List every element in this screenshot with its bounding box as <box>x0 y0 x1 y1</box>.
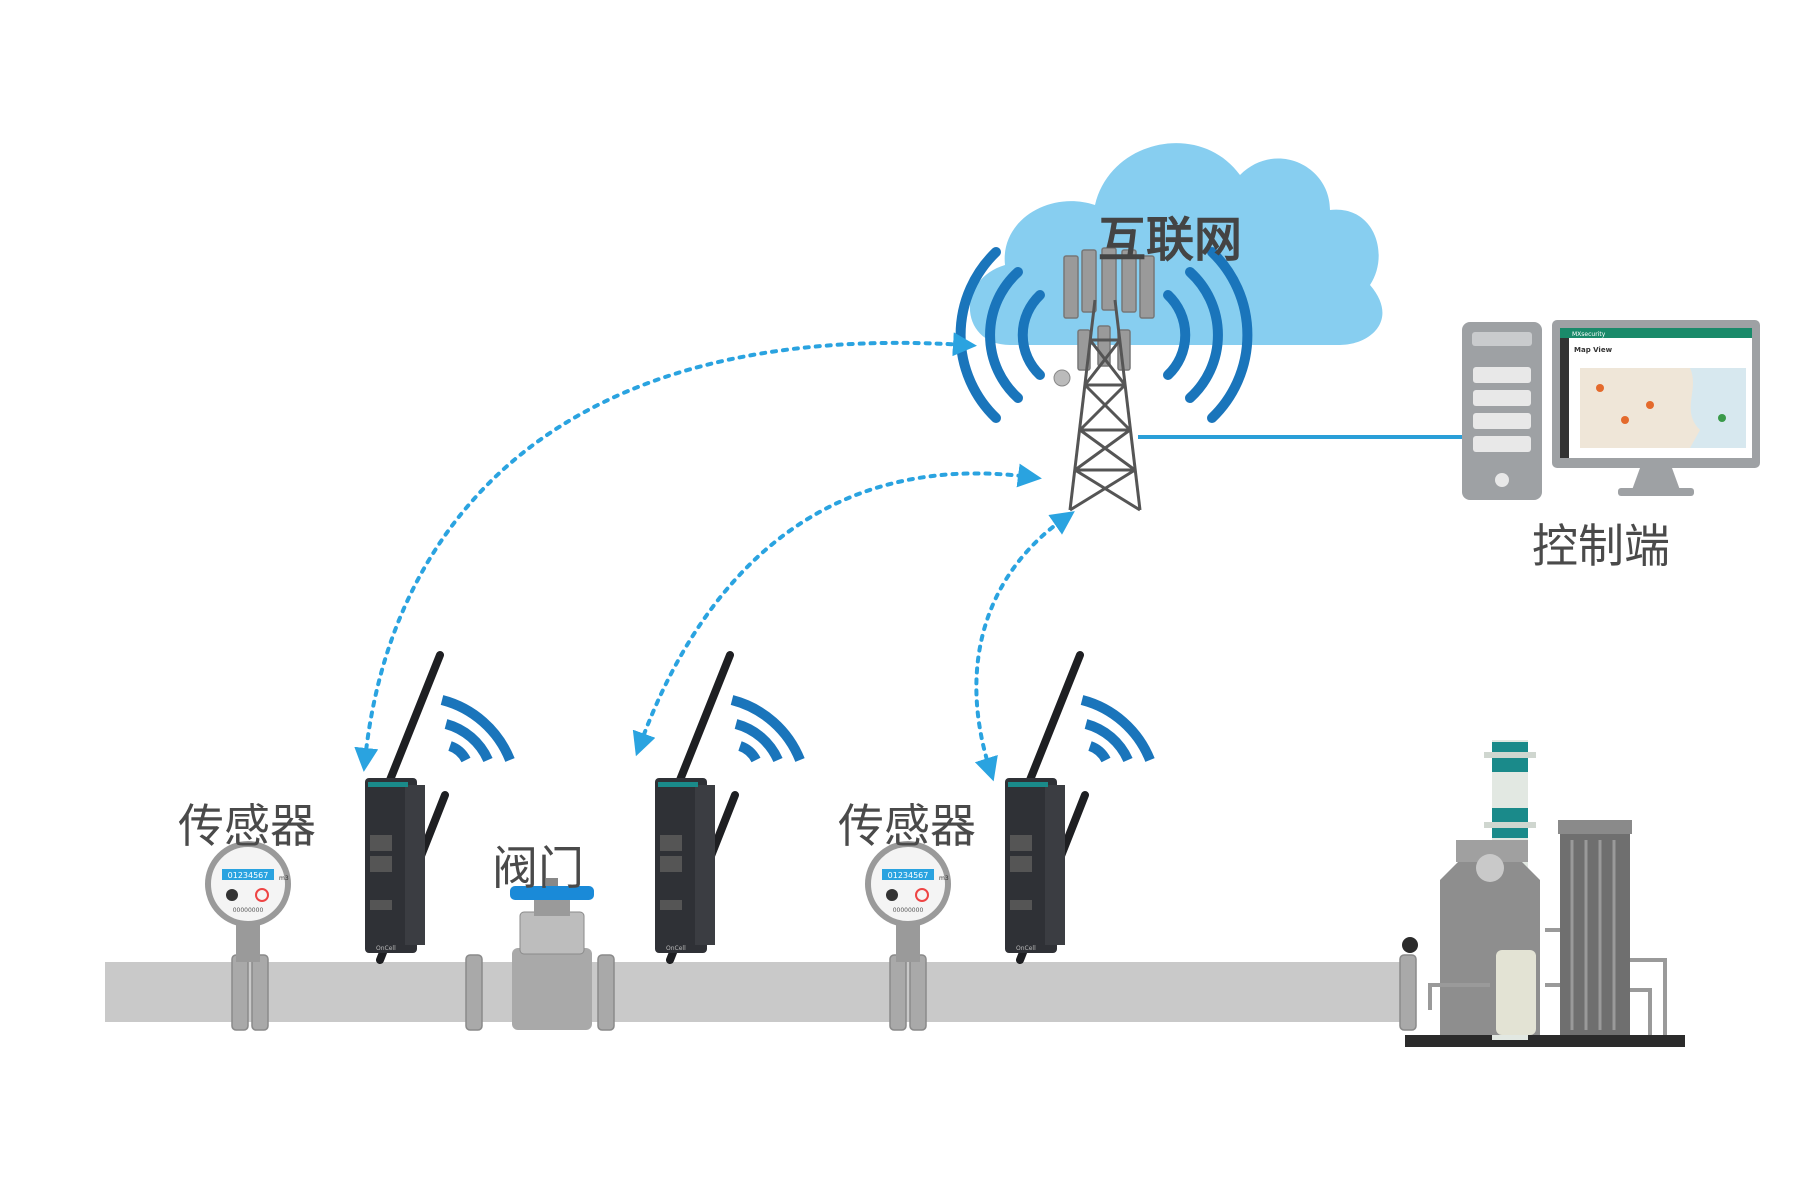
sensor-right-serial: 00000000 <box>893 907 924 914</box>
wireless-link-3 <box>974 511 1075 782</box>
sensor-right-unit: m3 <box>939 875 949 882</box>
wireless-gateway-2 <box>655 651 805 964</box>
valve-label: 阀门 <box>492 841 584 895</box>
factory-plant-icon <box>1402 740 1685 1047</box>
cell-tower-icon <box>955 247 1253 512</box>
monitor-app-title: MXsecurity <box>1572 331 1606 338</box>
sensor-gauge-right <box>865 841 951 962</box>
sensor-left-serial: 00000000 <box>233 907 264 914</box>
sensor-left-label: 传感器 <box>178 799 316 853</box>
sensor-right-digits: 01234567 <box>888 871 929 880</box>
desktop-computer-icon <box>1462 320 1760 500</box>
wireless-link-2 <box>632 463 1042 757</box>
sensor-gauge-left <box>205 841 291 962</box>
valve-icon <box>510 878 594 1030</box>
wireless-link-1 <box>354 332 977 772</box>
internet-label: 互联网 <box>1098 212 1243 268</box>
gateway-1-signal-icon <box>440 695 520 765</box>
pipeline <box>105 954 1417 1031</box>
wireless-gateway-3 <box>1005 651 1155 964</box>
gateway-1-model: OnCell <box>376 945 396 952</box>
gateway-3-model: OnCell <box>1016 945 1036 952</box>
monitor-view-title: Map View <box>1574 346 1613 354</box>
gateway-2-model: OnCell <box>666 945 686 952</box>
sensor-right-label: 传感器 <box>838 799 976 853</box>
sensor-left-unit: m3 <box>279 875 289 882</box>
sensor-left-digits: 01234567 <box>228 871 269 880</box>
control-terminal-label: 控制端 <box>1532 519 1670 573</box>
